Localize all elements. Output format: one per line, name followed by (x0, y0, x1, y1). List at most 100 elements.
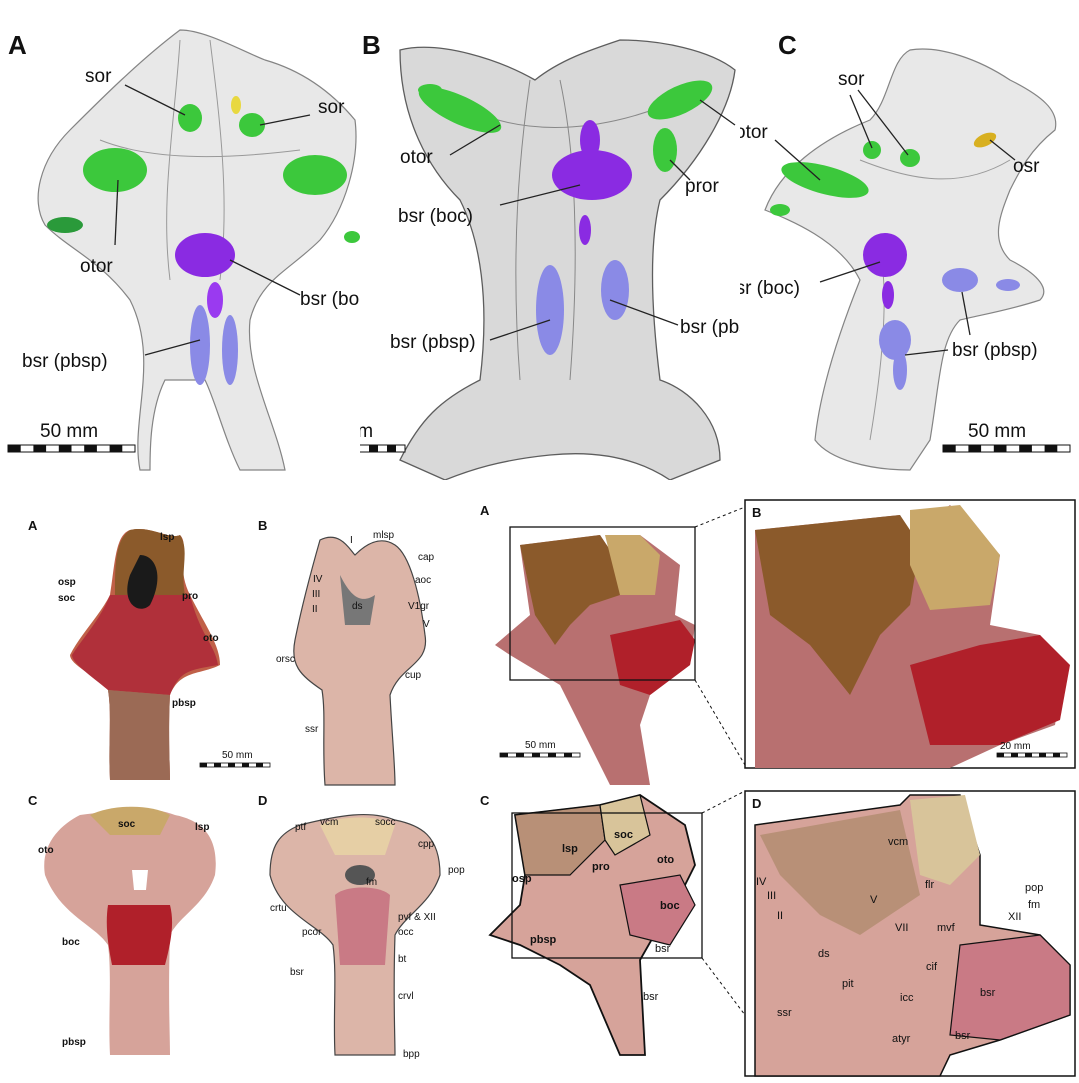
svg-text:fm: fm (366, 877, 377, 888)
svg-text:bpp: bpp (403, 1049, 420, 1060)
svg-text:pbsp: pbsp (530, 934, 557, 946)
svg-text:soc: soc (58, 593, 76, 604)
svg-text:lsp: lsp (195, 822, 209, 833)
svg-text:XII: XII (1008, 911, 1021, 923)
svg-text:atyr: atyr (892, 1033, 911, 1045)
svg-text:lsp: lsp (160, 532, 174, 543)
svg-text:crtu: crtu (270, 903, 287, 914)
label-otor: otor (400, 147, 433, 168)
svg-text:pbsp: pbsp (62, 1037, 86, 1048)
scale-bar-label: 50 mm (40, 421, 98, 442)
svg-text:occ: occ (398, 927, 414, 938)
panel-letter: A (28, 518, 38, 533)
scale-bar-label: 50 mm (968, 421, 1026, 442)
scale-bar (942, 444, 1071, 453)
scale-bar-label: 20 mm (1000, 741, 1031, 752)
bottom-right-figure: A 50 mm B 20 mm C lsp (480, 499, 1076, 1077)
panel-letter: A (8, 30, 27, 60)
panel-letter: B (258, 518, 267, 533)
label-bsr-pbsp: bsr (pbsp) (22, 351, 108, 372)
scale-bar (996, 752, 1068, 758)
svg-text:bsr: bsr (655, 943, 671, 955)
panel-letter: B (362, 30, 381, 60)
svg-text:II: II (312, 604, 318, 615)
svg-text:pvf & XII: pvf & XII (398, 912, 436, 923)
sor-region (178, 104, 202, 132)
top-a-figure: A sor sor otor bsr (boc) bsr (pbsp) 50 m… (7, 29, 375, 471)
top-b-figure: B otor pror bsr (boc) bsr (pbsp) bsr (pb… (314, 30, 766, 481)
svg-text:ssr: ssr (777, 1007, 792, 1019)
bottom-left-figure: A lsp osp soc pro oto pbsp 50 mm B I mls… (28, 518, 465, 1060)
svg-text:pbsp: pbsp (172, 698, 196, 709)
svg-text:osp: osp (512, 873, 532, 885)
label-bsr-boc: bsr (boc) (300, 289, 360, 310)
svg-text:pcor: pcor (302, 927, 322, 938)
svg-text:mvf: mvf (937, 922, 956, 934)
svg-text:fm: fm (1028, 899, 1040, 911)
svg-text:pit: pit (842, 978, 854, 990)
svg-text:osp: osp (58, 577, 76, 588)
panel-letter: C (778, 30, 797, 60)
label-otor: otor (80, 256, 113, 277)
top-panel-a: A sor sor otor bsr (boc) bsr (pbsp) 50 m… (0, 0, 375, 480)
label-bsr-pbsp: bsr (pbsp) (390, 332, 476, 353)
svg-text:lsp: lsp (562, 843, 578, 855)
svg-text:V: V (870, 894, 878, 906)
svg-text:pro: pro (182, 591, 198, 602)
svg-text:bsr: bsr (955, 1030, 971, 1042)
svg-text:cap: cap (418, 552, 435, 563)
skull-silhouette (764, 48, 1057, 471)
svg-text:icc: icc (900, 992, 914, 1004)
svg-text:ssr: ssr (305, 724, 319, 735)
svg-text:III: III (767, 890, 776, 902)
svg-text:socc: socc (375, 817, 396, 828)
svg-text:cpp: cpp (418, 839, 435, 850)
svg-text:ds: ds (352, 601, 363, 612)
svg-text:pop: pop (448, 865, 465, 876)
svg-text:pop: pop (1025, 882, 1043, 894)
label-bsr-pbsp: bsr (pbsp) (952, 340, 1038, 361)
svg-text:vcm: vcm (888, 836, 908, 848)
label-sor: sor (838, 69, 865, 90)
bottom-left-figures: A lsp osp soc pro oto pbsp 50 mm B I mls… (0, 495, 480, 1078)
svg-text:oto: oto (38, 845, 54, 856)
scale-bar (314, 444, 406, 453)
svg-text:boc: boc (660, 900, 680, 912)
svg-text:pro: pro (592, 861, 610, 873)
panel-letter: D (752, 796, 761, 811)
svg-text:V: V (423, 619, 430, 630)
bottom-right-figures: A 50 mm B 20 mm C lsp (480, 495, 1079, 1078)
svg-text:IV: IV (756, 876, 767, 888)
panel-letter: D (258, 793, 267, 808)
svg-text:VII: VII (895, 922, 908, 934)
svg-text:soc: soc (118, 819, 136, 830)
svg-text:boc: boc (62, 937, 80, 948)
top-c-figure: C sor osr otor bsr (boc) bsr (pbsp) 50 m… (725, 30, 1071, 471)
label-bsr-boc: bsr (boc) (398, 206, 473, 227)
scale-bar-label: 50 mm (525, 740, 556, 751)
scale-bar (499, 752, 581, 758)
label-sor: sor (85, 66, 112, 87)
label-bsr-pbsp: bsr (pbsp) (680, 317, 740, 338)
svg-text:I: I (350, 535, 353, 546)
svg-text:III: III (312, 589, 320, 600)
svg-text:bt: bt (398, 954, 407, 965)
svg-text:mlsp: mlsp (373, 530, 395, 541)
svg-text:bsr: bsr (643, 991, 659, 1003)
svg-text:cif: cif (926, 961, 938, 973)
panel-letter: C (480, 793, 490, 808)
svg-text:cup: cup (405, 670, 422, 681)
scale-bar-label: 50 mm (222, 750, 253, 761)
svg-text:bsr: bsr (980, 987, 996, 999)
panel-letter: C (28, 793, 38, 808)
svg-text:bsr: bsr (290, 967, 305, 978)
scale-bar (7, 444, 136, 453)
label-pror: pror (685, 176, 719, 197)
svg-text:orsc: orsc (276, 654, 295, 665)
svg-text:oto: oto (657, 854, 674, 866)
svg-text:aoc: aoc (415, 575, 431, 586)
svg-text:II: II (777, 910, 783, 922)
svg-text:IV: IV (313, 574, 323, 585)
label-osr: osr (1013, 156, 1040, 177)
skull-silhouette (399, 39, 736, 481)
